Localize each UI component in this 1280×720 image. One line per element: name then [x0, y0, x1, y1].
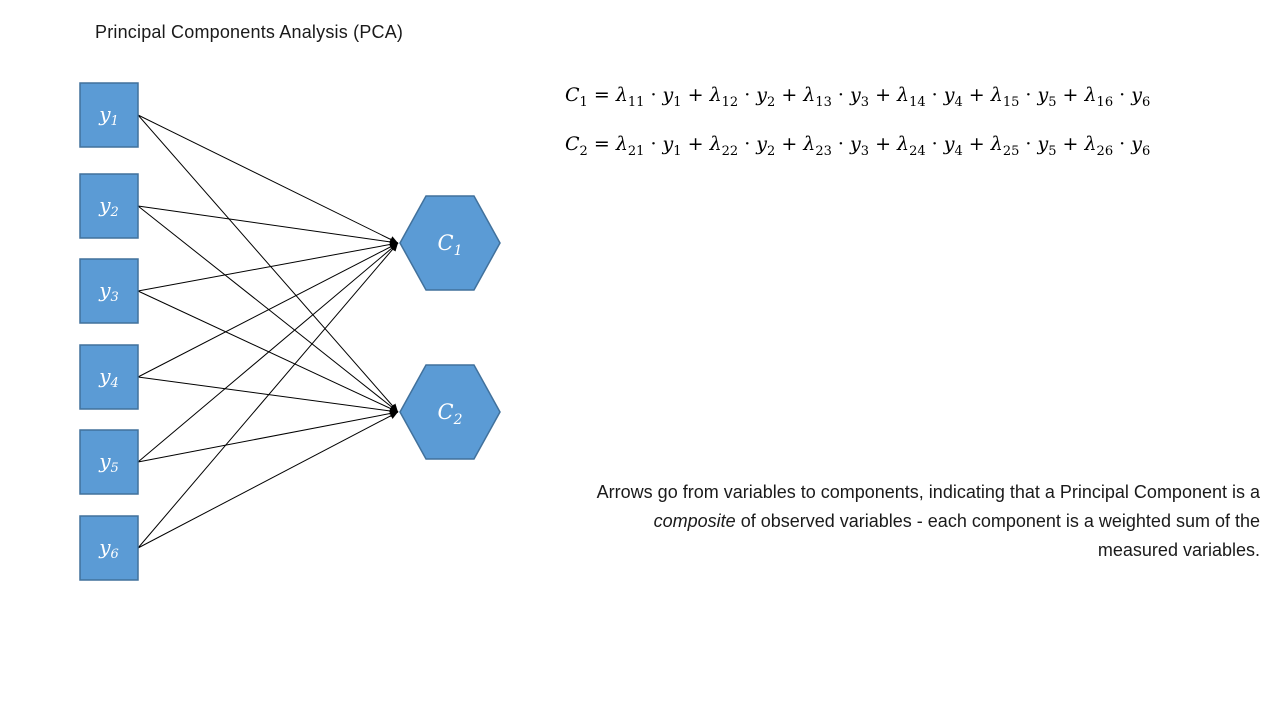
connector-arrow — [137, 205, 399, 413]
variable-box — [79, 344, 139, 410]
equations-block: C1 = λ11 · y1 + λ12 · y2 + λ13 · y3 + λ1… — [565, 84, 1150, 182]
variable-box — [79, 515, 139, 581]
connector-arrow — [137, 376, 399, 415]
connector-arrow — [137, 240, 399, 292]
connector-arrow — [137, 242, 399, 463]
note-part-1: Arrows go from variables to components, … — [596, 482, 1260, 502]
connector-arrow — [137, 205, 399, 246]
connector-arrow — [137, 242, 399, 549]
variable-box — [79, 258, 139, 324]
connector-arrow — [137, 242, 399, 378]
connector-arrow — [137, 411, 399, 549]
variable-box — [79, 82, 139, 148]
note-italic-word: composite — [653, 511, 736, 531]
page-title: Principal Components Analysis (PCA) — [95, 22, 404, 42]
connector-arrow — [137, 114, 399, 244]
variable-box — [79, 173, 139, 239]
component-hexagon — [399, 195, 501, 291]
variable-box — [79, 429, 139, 495]
note-text: Arrows go from variables to components, … — [570, 478, 1260, 565]
component-hexagon — [399, 364, 501, 460]
connector-arrow — [137, 409, 399, 463]
connector-arrow — [137, 114, 399, 413]
equation: C2 = λ21 · y1 + λ22 · y2 + λ23 · y3 + λ2… — [565, 133, 1151, 159]
note-part-2: of observed variables - each component i… — [735, 511, 1260, 560]
equation: C1 = λ11 · y1 + λ12 · y2 + λ13 · y3 + λ1… — [565, 84, 1151, 110]
connector-arrow — [137, 290, 399, 413]
